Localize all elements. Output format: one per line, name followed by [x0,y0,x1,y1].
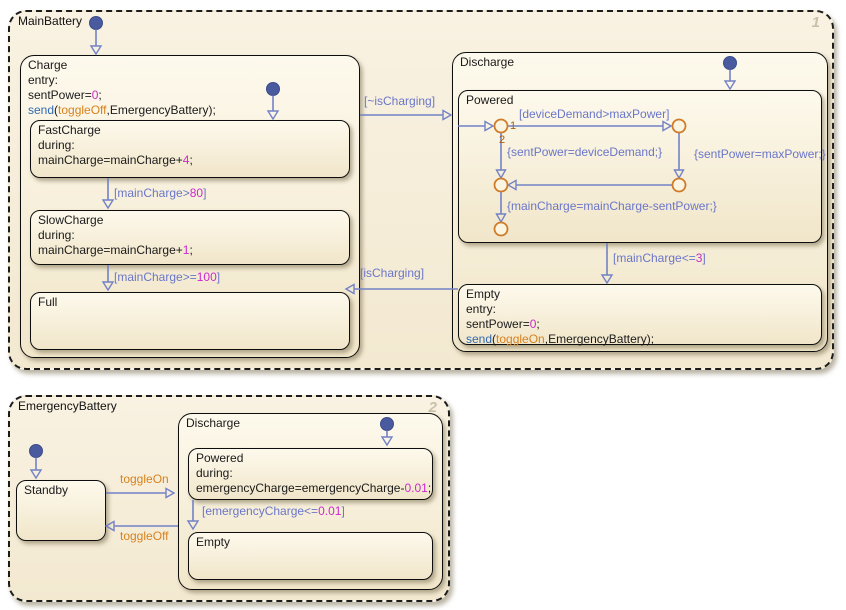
transition-order-1[interactable]: 1 [510,120,517,132]
state-empty-emergency[interactable]: Empty [188,532,433,580]
state-title-empty-main: Empty [466,287,501,301]
transition-label-toggleon[interactable]: toggleOn [120,472,169,486]
charge-action-1: sentPower=0; [28,88,102,102]
empty-main-entry-label: entry: [466,302,497,316]
state-slow-charge[interactable]: SlowCharge during: mainCharge=mainCharge… [30,210,350,265]
state-title-main-battery: MainBattery [18,14,83,28]
state-title-powered-emergency: Powered [196,451,244,465]
state-title-discharge-main: Discharge [460,55,515,69]
charge-action-2: send(toggleOff,EmergencyBattery); [28,103,216,117]
state-title-standby: Standby [24,483,69,497]
state-title-powered-main: Powered [466,93,514,107]
empty-main-action-2: send(toggleOn,EmergencyBattery); [466,332,655,346]
transition-label-sentpower-devicedemand[interactable]: {sentPower=deviceDemand;} [507,145,663,159]
transition-order-2[interactable]: 2 [499,134,506,146]
state-title-fast-charge: FastCharge [38,123,101,137]
powered-emergency-action: emergencyCharge=emergencyCharge-0.01; [196,481,432,495]
transition-label-maincharge-le3[interactable]: [mainCharge<=3] [613,251,706,265]
transition-label-maincharge-ge100[interactable]: [mainCharge>=100] [114,270,221,284]
state-powered-emergency[interactable]: Powered during: emergencyCharge=emergenc… [188,448,433,500]
state-powered-main[interactable]: Powered [458,90,822,243]
state-empty-main[interactable]: Empty entry: sentPower=0; send(toggleOn,… [458,284,822,346]
transition-label-emergencycharge-le-001[interactable]: [emergencyCharge<=0.01] [202,504,345,518]
state-title-discharge-emergency: Discharge [186,416,241,430]
state-title-emergency-battery: EmergencyBattery [18,399,117,413]
transition-label-maincharge-gt80[interactable]: [mainCharge>80] [114,186,207,200]
state-standby[interactable]: Standby [16,480,106,541]
transition-label-toggleoff[interactable]: toggleOff [120,529,169,543]
empty-main-action-1: sentPower=0; [466,317,540,331]
fast-charge-action: mainCharge=mainCharge+4; [38,153,193,167]
transition-label-maincharge-minus-sentpower[interactable]: {mainCharge=mainCharge-sentPower;} [507,199,717,213]
state-fast-charge[interactable]: FastCharge during: mainCharge=mainCharge… [30,120,350,178]
slow-charge-during-label: during: [38,228,75,242]
transition-label-sentpower-maxpower[interactable]: {sentPower=maxPower;} [694,147,826,161]
transition-label-devicedemand-gt-maxpower[interactable]: [deviceDemand>maxPower] [519,107,670,121]
state-title-charge: Charge [28,58,68,72]
state-full[interactable]: Full [30,292,350,350]
state-title-slow-charge: SlowCharge [38,213,104,227]
state-title-empty-emergency: Empty [196,535,231,549]
transition-label-is-charging[interactable]: [isCharging] [360,266,425,280]
subchart-order-badge-2: 2 [428,399,437,416]
state-title-full: Full [38,295,58,309]
fast-charge-during-label: during: [38,138,75,152]
transition-label-not-charging[interactable]: [~isCharging] [364,94,436,108]
charge-entry-label: entry: [28,73,59,87]
powered-emergency-during-label: during: [196,466,233,480]
slow-charge-action: mainCharge=mainCharge+1; [38,243,193,257]
subchart-order-badge-1: 1 [811,14,820,31]
